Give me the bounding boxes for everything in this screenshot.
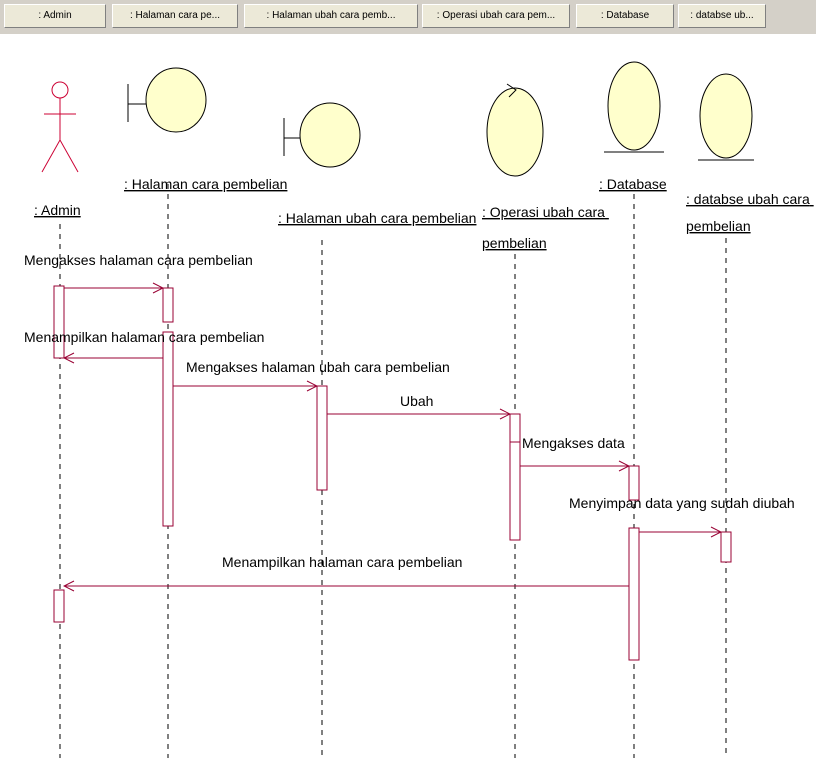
boundary-icon — [283, 102, 361, 168]
header-tab-admin[interactable]: : Admin — [4, 4, 106, 28]
lifeline-header-bar: : Admin : Halaman cara pe... : Halaman u… — [0, 0, 816, 34]
lifeline-halaman-cara-pembelian[interactable]: : Halaman cara pembelian — [124, 67, 287, 758]
activation-bar-halaman-cara-pembelian — [162, 287, 174, 323]
message-label: Ubah — [400, 393, 433, 409]
header-tab-operasi-ubah-cara-pembelian[interactable]: : Operasi ubah cara pem... — [422, 4, 570, 28]
activation-bar-databse-ubah-cara-pembelian — [720, 531, 732, 563]
header-tab-halaman-ubah-cara-pembelian[interactable]: : Halaman ubah cara pemb... — [244, 4, 418, 28]
message-label: Menampilkan halaman cara pembelian — [222, 554, 462, 570]
activation-bar-admin — [53, 285, 65, 359]
control-icon — [486, 83, 544, 177]
message-label: Mengakses data — [522, 435, 625, 451]
lifeline-databse-ubah-cara-pembelian[interactable]: : databse ubah cara pembelian — [686, 73, 814, 758]
lifeline-operasi-ubah-cara-pembelian[interactable]: : Operasi ubah cara pembelian — [482, 83, 609, 758]
header-tab-database[interactable]: : Database — [576, 4, 674, 28]
lifeline-halaman-cara-pembelian-label: : Halaman cara pembelian — [124, 176, 287, 192]
activation-bar-admin — [53, 589, 65, 623]
message-label: Menampilkan halaman cara pembelian — [24, 329, 264, 345]
activation-bar-halaman-cara-pembelian — [162, 331, 174, 527]
actor-icon — [41, 81, 79, 173]
message-label: Mengakses halaman ubah cara pembelian — [186, 359, 450, 375]
lifeline-admin-label: : Admin — [34, 202, 81, 218]
lifeline-databse-ubah-cara-pembelian-label: : databse ubah cara pembelian — [686, 191, 814, 234]
activation-bar-database — [628, 527, 640, 661]
entity-icon — [604, 61, 664, 153]
message-label: Mengakses halaman cara pembelian — [24, 252, 253, 268]
boundary-icon — [127, 67, 207, 133]
message-label: Menyimpan data yang sudah diubah — [569, 495, 795, 511]
lifeline-database-label: : Database — [599, 176, 667, 192]
header-tab-databse-ubah-cara-pembelian[interactable]: : databse ub... — [678, 4, 766, 28]
lifeline-halaman-ubah-cara-pembelian[interactable]: : Halaman ubah cara pembelian — [278, 102, 476, 758]
lifeline-halaman-ubah-cara-pembelian-label: : Halaman ubah cara pembelian — [278, 210, 476, 226]
entity-icon — [698, 73, 754, 161]
activation-bar-database — [628, 465, 640, 501]
activation-bar-halaman-ubah-cara-pembelian — [316, 385, 328, 491]
lifeline-admin[interactable]: : Admin — [34, 81, 81, 758]
activation-bar-operasi-ubah-cara-pembelian — [509, 441, 521, 541]
lifeline-operasi-ubah-cara-pembelian-label: : Operasi ubah cara pembelian — [482, 204, 609, 251]
header-tab-halaman-cara-pembelian[interactable]: : Halaman cara pe... — [112, 4, 238, 28]
sequence-diagram: : Admin : Halaman cara pembelian : Halam… — [24, 61, 814, 758]
